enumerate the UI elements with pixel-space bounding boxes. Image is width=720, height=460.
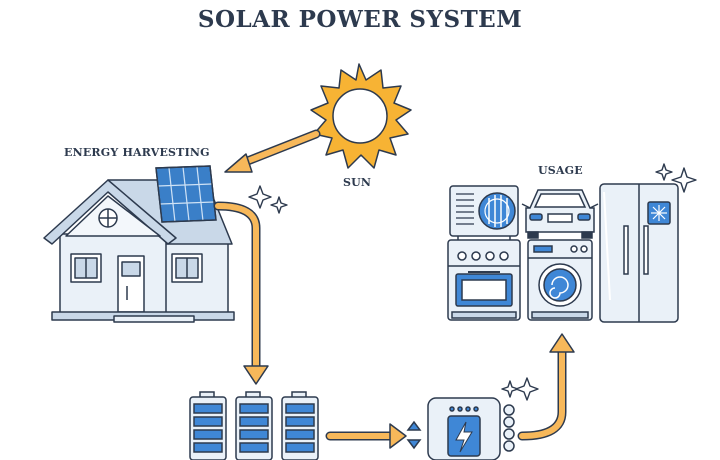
stove-icon xyxy=(447,239,521,321)
battery-to-inverter-arrow xyxy=(325,423,407,449)
battery-icon xyxy=(189,391,319,460)
sun-to-panel-arrow xyxy=(224,129,321,173)
panel-to-battery-arrow xyxy=(213,201,269,385)
refrigerator-icon xyxy=(599,183,679,323)
usage-label: USAGE xyxy=(538,164,583,177)
washing-machine-icon xyxy=(527,239,593,321)
inverter-icon xyxy=(406,397,515,460)
energy-harvesting-label: ENERGY HARVESTING xyxy=(64,146,210,159)
sun-icon xyxy=(310,63,412,169)
sun-label: SUN xyxy=(343,176,372,189)
air-conditioner-icon xyxy=(449,185,519,242)
solar-panel-icon xyxy=(155,165,217,223)
sparkle-icon xyxy=(248,163,697,401)
page-title: SOLAR POWER SYSTEM xyxy=(197,6,523,33)
inverter-to-usage-arrow xyxy=(517,333,575,441)
car-icon xyxy=(521,189,599,239)
